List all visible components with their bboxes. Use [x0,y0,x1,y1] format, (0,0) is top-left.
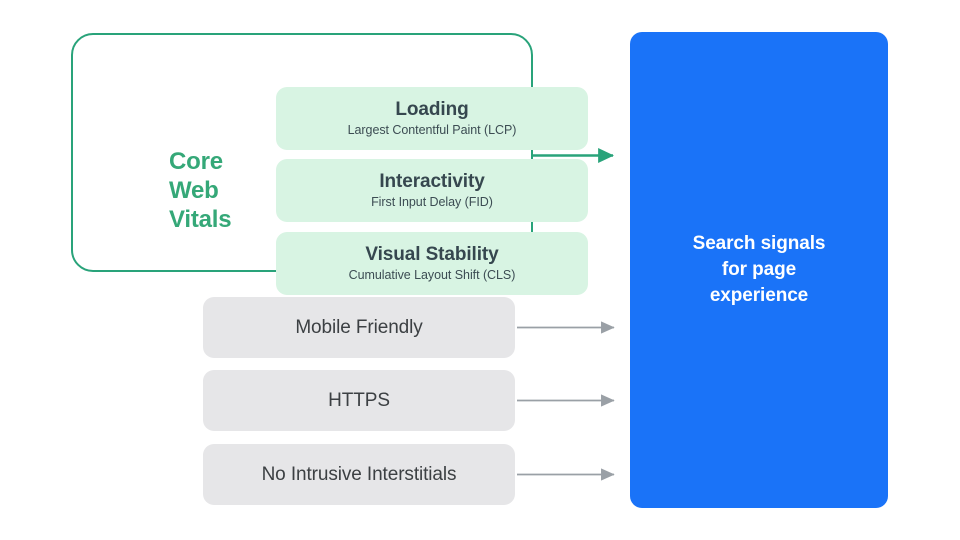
signal-card-label: Mobile Friendly [295,317,423,338]
vital-card-subtitle: Cumulative Layout Shift (CLS) [348,268,516,282]
vital-card-subtitle: First Input Delay (FID) [371,195,493,209]
signal-card-label: No Intrusive Interstitials [261,464,457,485]
search-signals-label: Search signals for page experience [692,233,826,306]
vital-card-title: Interactivity [379,171,485,192]
core-web-vitals-label: Core Web Vitals [169,148,232,233]
signal-card-mobile-friendly[interactable]: Mobile Friendly [203,297,515,358]
signal-card-https[interactable]: HTTPS [203,370,515,431]
signal-card-no-intrusive-interstitials[interactable]: No Intrusive Interstitials [203,444,515,505]
vital-card-visual-stability[interactable]: Visual Stability Cumulative Layout Shift… [276,232,588,295]
signal-card-label: HTTPS [328,390,390,411]
vital-card-interactivity[interactable]: Interactivity First Input Delay (FID) [276,159,588,222]
vital-card-title: Loading [395,99,469,120]
vital-card-loading[interactable]: Loading Largest Contentful Paint (LCP) [276,87,588,150]
vital-card-subtitle: Largest Contentful Paint (LCP) [347,123,517,137]
search-signals-box[interactable]: Search signals for page experience [630,32,888,508]
core-web-vitals-group: Core Web Vitals Loading Largest Contentf… [71,33,588,295]
vital-card-title: Visual Stability [365,244,499,265]
